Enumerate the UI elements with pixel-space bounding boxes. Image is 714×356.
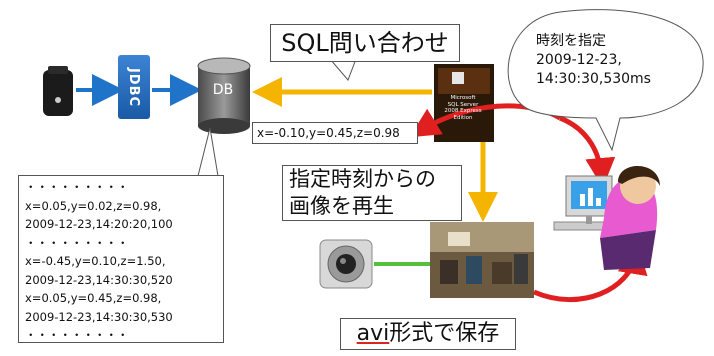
log-line: 2009-12-23,14:20:20,100 <box>25 217 173 231</box>
log-line: 2009-12-23,14:30:30,520 <box>25 272 173 287</box>
xyz-result-label: x=-0.10,y=0.45,z=0.98 <box>252 122 418 144</box>
db-label: DB <box>212 82 234 98</box>
sql-server-box-icon <box>434 64 494 142</box>
user-at-computer-icon <box>553 165 660 270</box>
playback-line-1: 指定時刻からの <box>289 167 436 191</box>
software-label-line: Edition <box>453 114 473 121</box>
log-line: ・・・・・・・・・ <box>25 328 129 342</box>
playback-line-2: 画像を再生 <box>289 194 394 218</box>
software-label-line: 2008 Express <box>444 108 482 114</box>
bubble-line-2: 2009-12-23, <box>536 52 622 68</box>
sql-query-label: SQL問い合わせ <box>270 24 460 62</box>
sensor-device-icon <box>43 66 73 116</box>
avi-save-label: avi形式で保存 <box>340 318 516 350</box>
software-label: Microsoft SQL Server 2008 Express Editio… <box>438 95 488 121</box>
log-line: x=0.05,y=0.02,z=0.98, <box>25 198 162 213</box>
jdbc-label: JDBC <box>126 67 142 107</box>
log-line: x=-0.45,y=0.10,z=1.50, <box>25 254 166 268</box>
camera-icon <box>319 239 373 289</box>
log-line: x=0.05,y=0.45,z=0.98, <box>25 291 162 305</box>
software-label-line: Microsoft <box>450 95 476 101</box>
avi-prefix: avi <box>356 321 390 346</box>
classroom-photo <box>430 222 534 298</box>
database-icon <box>197 57 251 134</box>
jdbc-block: JDBC <box>118 55 150 119</box>
bubble-line-3: 14:30:30,530ms <box>536 71 651 87</box>
software-label-line: SQL Server <box>447 101 479 108</box>
log-records-box: ・・・・・・・・・ x=0.05,y=0.02,z=0.98, 2009-12-… <box>18 175 224 343</box>
bubble-text: 時刻を指定 2009-12-23, 14:30:30,530ms <box>536 32 686 89</box>
bubble-line-1: 時刻を指定 <box>536 33 606 49</box>
log-line: ・・・・・・・・・ <box>25 235 129 250</box>
log-line: 2009-12-23,14:30:30,530 <box>25 309 173 324</box>
xyz-to-user-arrow <box>559 115 616 188</box>
avi-suffix: 形式で保存 <box>389 321 500 346</box>
playback-label: 指定時刻からの 画像を再生 <box>282 165 462 221</box>
speech-bubble <box>507 9 704 152</box>
log-line: ・・・・・・・・・ <box>25 180 129 194</box>
